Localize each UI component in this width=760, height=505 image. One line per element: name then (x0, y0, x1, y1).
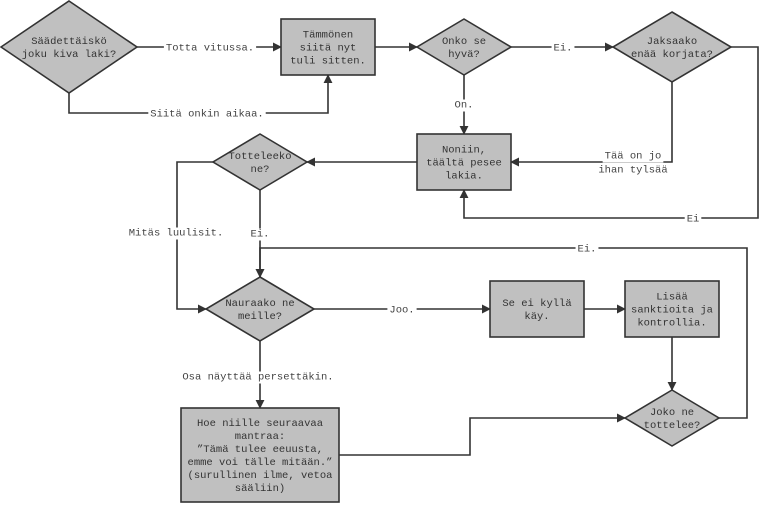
process-box (489, 280, 585, 338)
edge-label-background (180, 371, 336, 384)
node-text: Onko se (442, 36, 486, 48)
decision-diamond (0, 0, 139, 94)
node-text: Nauraako ne (225, 298, 294, 310)
edge-label: Ei (687, 214, 700, 226)
process-box (624, 280, 720, 338)
edge-label: ihan tylsää (598, 165, 667, 177)
edge-label-background (163, 42, 257, 55)
connector-n10-to-n7 (255, 247, 748, 419)
node-text: Se ei kyllä (502, 298, 571, 310)
decision-diamond (611, 11, 733, 83)
node-text: käy. (524, 311, 549, 323)
node-text: Säädettäiskö (31, 36, 107, 48)
edge-label: Mitäs luulisit. (129, 228, 224, 240)
edge-label: Joo. (389, 305, 414, 317)
connector-n11-to-n10 (339, 413, 626, 456)
node-text: Hoe niille seuraavaa (197, 418, 323, 430)
edge-label-background (596, 164, 670, 177)
edge-label-background (148, 108, 266, 121)
decision-diamond (623, 389, 721, 447)
edge-label-background (248, 228, 272, 241)
node-text: lakia. (445, 171, 483, 183)
edge-label: Ei. (554, 43, 573, 55)
node-text: Totteleeko (228, 151, 291, 163)
node-text: Noniin, (442, 145, 486, 157)
edge-label: On. (455, 100, 474, 112)
node-text: täältä pesee (426, 158, 502, 170)
edge-label-background (126, 227, 226, 240)
edge-label: Ei. (251, 229, 270, 241)
node-text: tottelee? (644, 420, 701, 432)
node-text: tuli sitten. (290, 56, 366, 68)
node-text: joku kiva laki? (22, 49, 117, 61)
decision-diamond (415, 18, 513, 76)
edge-label-background (387, 304, 417, 317)
process-box (280, 18, 376, 76)
decision-diamond (204, 276, 316, 342)
node-text: kontrollia. (637, 318, 706, 330)
node-text: Lisää (656, 292, 688, 304)
node-text: enää korjata? (631, 49, 713, 61)
edge-label-background (602, 150, 664, 163)
edge-label: Ei. (578, 244, 597, 256)
connector-n4-to-n5 (510, 82, 673, 167)
process-box (416, 133, 512, 191)
edge-label-background (575, 243, 599, 256)
node-text: emme voi tälle mitään.” (188, 457, 333, 469)
edge-label: Siitä onkin aikaa. (150, 109, 263, 121)
node-text: siitä nyt (300, 43, 357, 55)
edge-label: Totta vitussa. (166, 43, 254, 55)
connector-n4-to-n5 (459, 46, 759, 219)
edge-label: Osa näyttää persettäkin. (182, 372, 333, 384)
edge-label-background (551, 42, 575, 55)
edge-label-background (452, 99, 476, 112)
process-box (180, 407, 340, 503)
node-text: mantraa: (235, 431, 285, 443)
node-text: Jaksaako (647, 36, 697, 48)
node-text: ne? (251, 164, 270, 176)
node-text: meille? (238, 311, 282, 323)
node-text: sanktioita ja (631, 305, 713, 317)
edge-label-background (684, 213, 702, 226)
node-text: (surullinen ilme, vetoa (188, 470, 333, 482)
node-text: hyvä? (448, 49, 480, 61)
edge-label: Tää on jo (605, 151, 662, 163)
node-text: Joko ne (650, 407, 694, 419)
connector-n1-to-n2 (68, 74, 333, 114)
node-text: ”Tämä tulee eeuusta, (197, 444, 323, 456)
decision-diamond (211, 133, 309, 191)
node-text: Tämmönen (303, 30, 353, 42)
node-text: sääliin) (235, 483, 285, 495)
